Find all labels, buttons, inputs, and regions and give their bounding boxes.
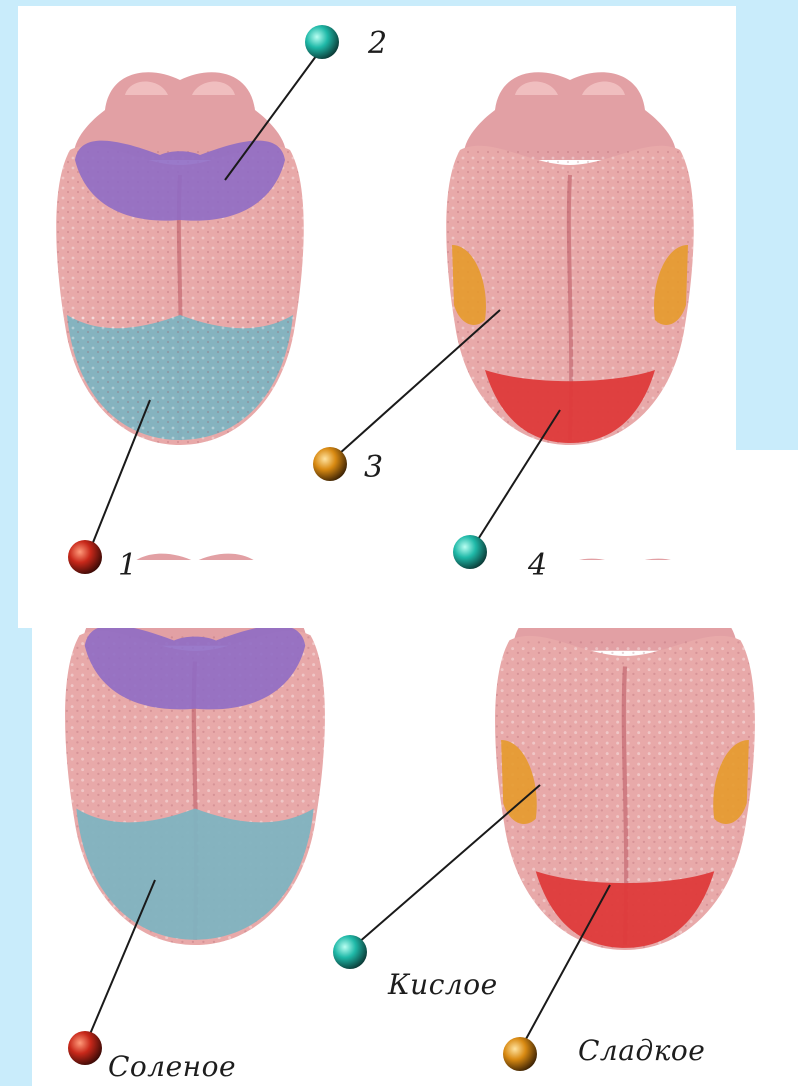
label-salty: Соленое [108, 1050, 236, 1083]
label-2: 2 [368, 26, 387, 61]
tongue-top-right [446, 72, 694, 445]
tongue-top-left [56, 72, 304, 445]
bead-red-icon [68, 1031, 102, 1065]
label-1: 1 [118, 548, 137, 583]
label-4: 4 [528, 548, 547, 583]
bead-teal-icon [453, 535, 487, 569]
bead-orange-icon [313, 447, 347, 481]
label-sweet: Сладкое [578, 1034, 705, 1067]
bead-teal-icon [305, 25, 339, 59]
bead-red-icon [68, 540, 102, 574]
label-sour: Кислое [388, 968, 498, 1001]
bead-teal-icon [333, 935, 367, 969]
label-3: 3 [364, 450, 383, 485]
bead-orange-icon [503, 1037, 537, 1071]
